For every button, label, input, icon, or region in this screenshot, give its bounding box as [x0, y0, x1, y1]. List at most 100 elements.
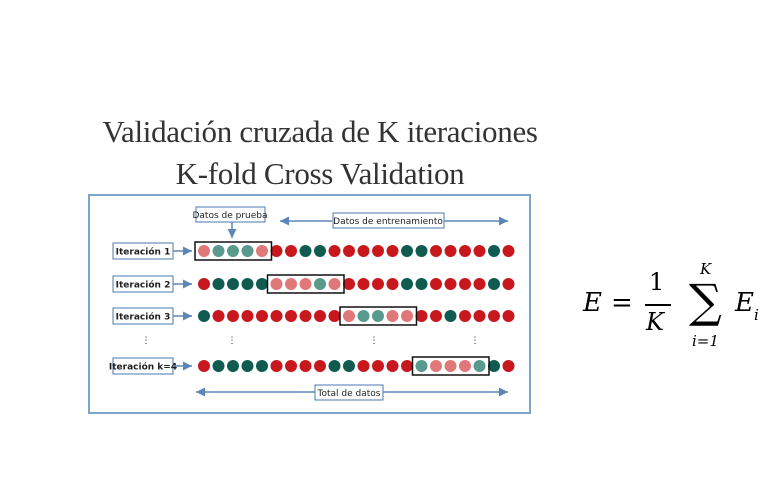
title-spanish: Validación cruzada de K iteraciones — [102, 114, 538, 149]
train-data-point — [343, 360, 355, 372]
train-data-point — [459, 278, 471, 290]
iteration-label: Iteración 1 — [116, 247, 171, 258]
kfold-error-formula: E = 1 K K ∑ i=1 E i — [583, 260, 773, 356]
train-data-point — [401, 245, 413, 257]
train-data-point — [256, 310, 268, 322]
train-data-point — [343, 278, 355, 290]
formula-fraction-bar — [645, 304, 671, 306]
test-data-point — [212, 245, 225, 257]
test-data-point — [401, 310, 413, 322]
test-fold-box — [266, 274, 345, 294]
train-data-point — [357, 245, 370, 257]
formula-equals: = — [611, 288, 633, 318]
train-data-point — [212, 360, 225, 372]
test-data-point — [314, 278, 326, 290]
train-data-point — [314, 310, 326, 322]
train-data-point — [285, 360, 297, 372]
train-data-point — [270, 360, 283, 372]
test-data-point — [372, 310, 384, 322]
train-data-point — [198, 310, 210, 322]
train-data-point — [372, 245, 384, 257]
formula-sum-lower: i=1 — [692, 332, 719, 350]
train-data-point — [299, 245, 312, 257]
train-data-point — [401, 360, 413, 372]
train-data-point — [241, 310, 254, 322]
train-data-point — [343, 245, 355, 257]
test-data-label-box — [195, 206, 266, 223]
train-data-point — [357, 278, 370, 290]
train-data-point — [372, 278, 384, 290]
train-data-point — [386, 360, 399, 372]
train-data-point — [401, 278, 413, 290]
test-data-point — [227, 245, 239, 257]
test-data-point — [256, 245, 268, 257]
train-data-point — [444, 278, 457, 290]
train-data-point — [502, 360, 515, 372]
train-data-point — [314, 245, 326, 257]
test-data-point — [285, 278, 297, 290]
train-data-point — [241, 360, 254, 372]
train-data-point — [372, 360, 384, 372]
train-data-point — [473, 278, 486, 290]
formula-sigma: ∑ — [689, 274, 722, 328]
test-data-point — [386, 310, 399, 322]
train-data-point — [459, 310, 471, 322]
test-data-label: Datos de prueba — [192, 211, 267, 221]
train-data-point — [473, 245, 486, 257]
train-data-point — [502, 310, 515, 322]
train-data-point — [430, 278, 442, 290]
train-data-point — [459, 245, 471, 257]
train-data-point — [270, 310, 283, 322]
test-data-point — [444, 360, 457, 372]
train-data-point — [212, 278, 225, 290]
train-data-point — [227, 310, 239, 322]
test-data-point — [198, 245, 210, 257]
ellipsis-col-3: ⋮ — [471, 336, 480, 346]
train-data-point — [502, 245, 515, 257]
test-fold-box — [339, 306, 418, 326]
train-data-point — [444, 245, 457, 257]
test-fold-box — [411, 356, 490, 376]
train-data-point — [227, 278, 239, 290]
train-data-point — [299, 310, 312, 322]
test-data-point — [430, 360, 442, 372]
test-data-point — [357, 310, 370, 322]
test-data-point — [459, 360, 471, 372]
formula-sum-upper: K — [700, 260, 712, 278]
ellipsis-col-1: ⋮ — [228, 336, 237, 346]
train-data-point — [488, 245, 500, 257]
train-data-point — [386, 245, 399, 257]
train-data-point — [212, 310, 225, 322]
train-data-point — [227, 360, 239, 372]
test-data-point — [328, 278, 341, 290]
iteration-label: Iteración 2 — [116, 280, 171, 291]
iteration-rows: Iteración 1 Iteración 2 Iteración 3 Iteraci… — [109, 241, 515, 376]
iteration-label: Iteración 3 — [116, 312, 171, 323]
train-data-point — [285, 310, 297, 322]
formula-lhs: E — [583, 288, 602, 318]
train-data-point — [488, 310, 500, 322]
train-data-point — [328, 310, 341, 322]
train-data-point — [488, 278, 500, 290]
iteration-label: Iteración k=4 — [109, 362, 177, 373]
train-data-point — [488, 360, 500, 372]
formula-numerator: 1 — [649, 268, 665, 296]
diagram-frame — [88, 194, 531, 414]
train-data-point — [256, 278, 268, 290]
total-data-label: Total de datos — [317, 389, 381, 399]
train-data-point — [241, 278, 254, 290]
train-data-point — [270, 245, 283, 257]
test-data-point — [270, 278, 283, 290]
train-data-point — [415, 310, 428, 322]
train-data-point — [502, 278, 515, 290]
train-data-point — [430, 310, 442, 322]
test-data-point — [473, 360, 486, 372]
train-data-point — [473, 310, 486, 322]
train-data-point — [430, 245, 442, 257]
test-data-point — [241, 245, 254, 257]
test-fold-box — [194, 241, 273, 261]
formula-term: E — [735, 288, 754, 318]
train-data-point — [285, 245, 297, 257]
test-data-point — [343, 310, 355, 322]
